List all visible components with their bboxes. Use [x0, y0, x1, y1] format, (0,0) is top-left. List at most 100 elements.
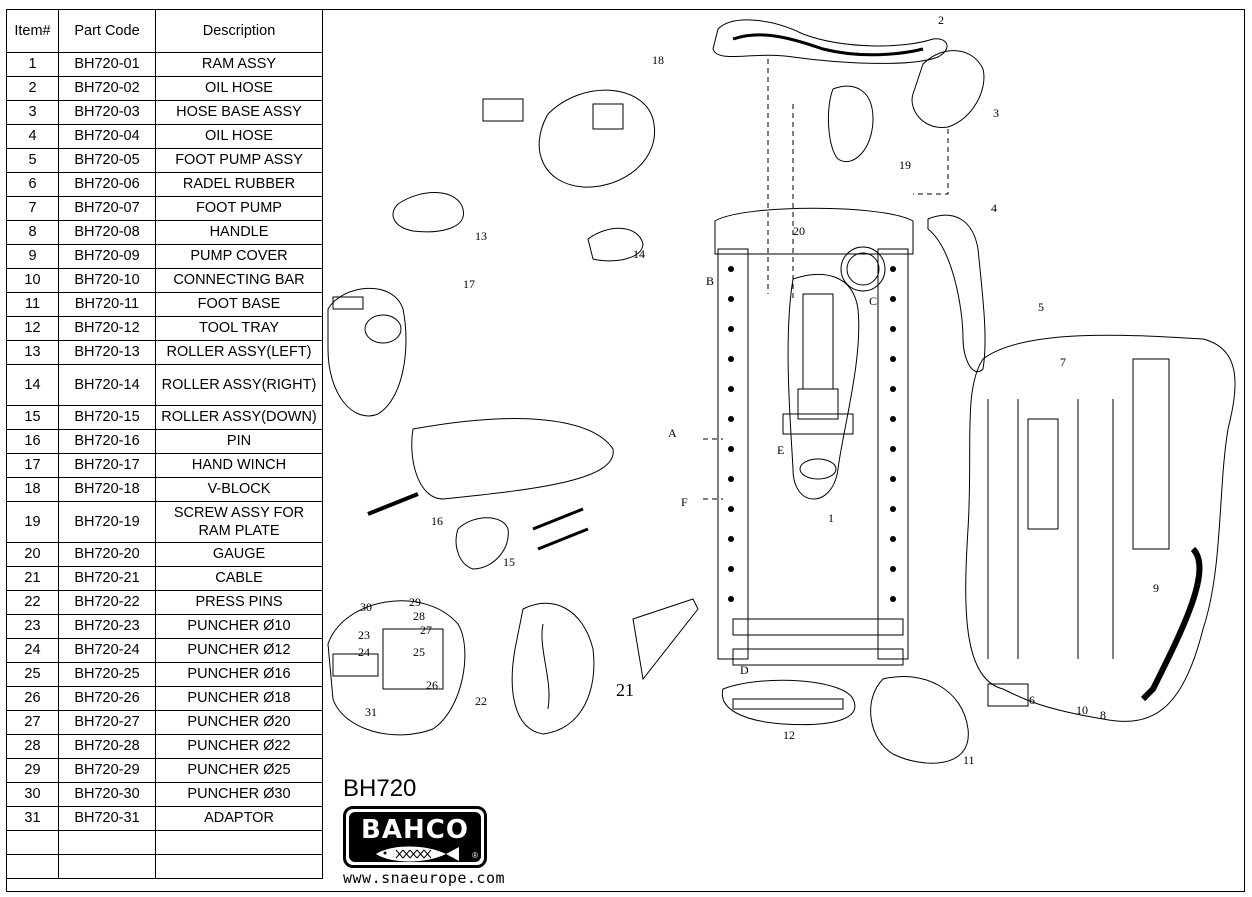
table-row: [6, 854, 323, 879]
item-cell: 5: [6, 148, 59, 173]
press-frame: [714, 207, 914, 666]
description-cell: FOOT PUMP: [155, 196, 323, 221]
part-code-cell: BH720-24: [58, 638, 156, 663]
callout-15: 15: [503, 555, 515, 569]
item-cell: 21: [6, 566, 59, 591]
description-cell: FOOT BASE: [155, 292, 323, 317]
item-cell: 4: [6, 124, 59, 149]
description-cell: PUNCHER Ø10: [155, 614, 323, 639]
item-cell: 24: [6, 638, 59, 663]
description-cell: ROLLER ASSY(RIGHT): [155, 364, 323, 406]
header-item: Item#: [6, 9, 59, 53]
item-cell: 28: [6, 734, 59, 759]
description-cell: PUNCHER Ø18: [155, 686, 323, 711]
part-code-cell: BH720-19: [58, 501, 156, 543]
description-cell: PUNCHER Ø25: [155, 758, 323, 783]
callout-10: 10: [1076, 703, 1088, 717]
part-code-cell: BH720-13: [58, 340, 156, 365]
description-cell: PUNCHER Ø30: [155, 782, 323, 807]
item-cell: 12: [6, 316, 59, 341]
part-code-cell: BH720-15: [58, 405, 156, 430]
part-code-cell: [58, 830, 156, 855]
callout-24: 24: [358, 645, 370, 659]
callout-8: 8: [1100, 708, 1106, 722]
description-cell: PUMP COVER: [155, 244, 323, 269]
part-code-cell: BH720-26: [58, 686, 156, 711]
part-code-cell: BH720-12: [58, 316, 156, 341]
part-code-cell: BH720-17: [58, 453, 156, 478]
part-code-cell: BH720-08: [58, 220, 156, 245]
header-part-code: Part Code: [58, 9, 156, 53]
part-code-cell: BH720-25: [58, 662, 156, 687]
item-cell: [6, 854, 59, 879]
callout-9: 9: [1153, 581, 1159, 595]
part-13-roller-left: [392, 192, 464, 233]
part-18-v-block: [538, 89, 655, 188]
item-cell: 3: [6, 100, 59, 125]
part-code-cell: BH720-03: [58, 100, 156, 125]
item-cell: 10: [6, 268, 59, 293]
description-cell: ADAPTOR: [155, 806, 323, 831]
description-cell: PIN: [155, 429, 323, 454]
item-cell: 14: [6, 364, 59, 406]
website-url[interactable]: www.snaeurope.com: [343, 869, 506, 887]
table-row: [6, 830, 323, 855]
part-code-cell: BH720-27: [58, 710, 156, 735]
part-code-cell: BH720-06: [58, 172, 156, 197]
callout-16: 16: [431, 514, 443, 528]
part-code-cell: BH720-31: [58, 806, 156, 831]
callout-3: 3: [993, 106, 999, 120]
callout-6: 6: [1029, 693, 1035, 707]
item-cell: 7: [6, 196, 59, 221]
callout-28: 28: [413, 609, 425, 623]
item-cell: [6, 830, 59, 855]
ref-letter-e: E: [777, 443, 784, 457]
callout-29: 29: [409, 595, 421, 609]
item-cell: 19: [6, 501, 59, 543]
description-cell: ROLLER ASSY(DOWN): [155, 405, 323, 430]
description-cell: PUNCHER Ø12: [155, 638, 323, 663]
part-16-pin: [411, 418, 614, 500]
part-code-cell: BH720-04: [58, 124, 156, 149]
callout-14: 14: [633, 247, 645, 261]
part-code-cell: BH720-23: [58, 614, 156, 639]
ref-letter-a: A: [668, 426, 677, 440]
ref-letter-f: F: [681, 495, 688, 509]
description-cell: PUNCHER Ø22: [155, 734, 323, 759]
part-22-press-pins: [327, 600, 466, 736]
callout-20: 20: [793, 224, 805, 238]
part-code-cell: BH720-28: [58, 734, 156, 759]
item-cell: 22: [6, 590, 59, 615]
description-cell: [155, 830, 323, 855]
description-cell: HOSE BASE ASSY: [155, 100, 323, 125]
item-cell: 23: [6, 614, 59, 639]
part-17-hand-winch: [327, 287, 407, 417]
item-cell: 31: [6, 806, 59, 831]
callout-13: 13: [475, 229, 487, 243]
part-11-foot-base: [870, 675, 969, 764]
description-cell: RAM ASSY: [155, 52, 323, 77]
item-cell: 13: [6, 340, 59, 365]
callout-11: 11: [963, 753, 975, 767]
item-cell: 11: [6, 292, 59, 317]
description-cell: TOOL TRAY: [155, 316, 323, 341]
part-code-cell: BH720-07: [58, 196, 156, 221]
item-cell: 15: [6, 405, 59, 430]
